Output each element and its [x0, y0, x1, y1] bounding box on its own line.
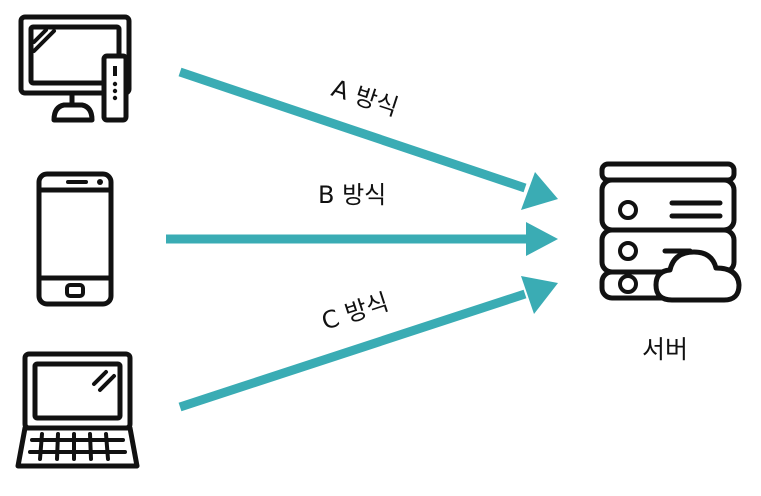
arrow-a-head — [521, 172, 558, 210]
arrow-c-label: C 방식 — [318, 288, 392, 336]
arrow-a-label: A 방식 — [328, 74, 402, 122]
arrow-c-head — [521, 276, 558, 314]
arrows — [166, 67, 558, 412]
desktop-computer-icon — [18, 14, 132, 123]
arrow-b-head — [526, 222, 558, 256]
laptop-icon — [15, 351, 140, 469]
arrow-b-label: B 방식 — [318, 181, 386, 209]
cloud-server-icon — [599, 161, 742, 303]
server-label: 서버 — [642, 335, 688, 364]
arrow-c-shaft — [178, 289, 527, 412]
cloud-icon — [653, 249, 742, 303]
smartphone-icon — [36, 171, 114, 307]
arrow-a-shaft — [178, 67, 527, 193]
